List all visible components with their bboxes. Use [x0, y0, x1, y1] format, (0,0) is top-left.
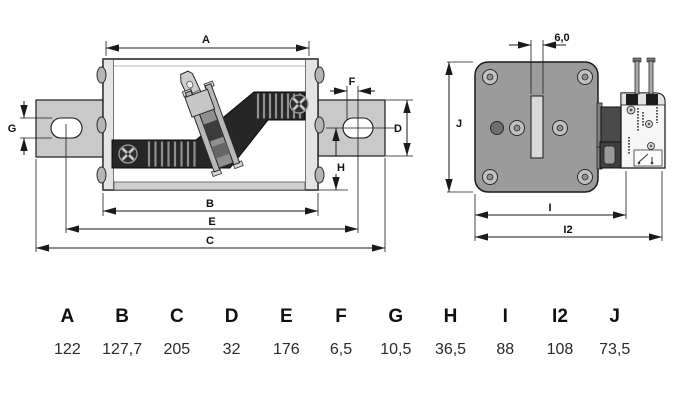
phillips-screw-right: [289, 94, 309, 114]
dim-column-c: C 205: [149, 306, 204, 359]
front-view: A G F: [8, 34, 413, 252]
dim-value: 10,5: [380, 341, 412, 358]
dim-header: C: [169, 306, 184, 327]
dim-value: 108: [546, 341, 574, 358]
dimension-I2: I2: [475, 171, 663, 241]
dimension-E: E: [65, 124, 358, 233]
dim-label-f: F: [349, 76, 356, 88]
technical-drawing: A G F: [8, 32, 666, 252]
dim-column-j: J 73,5: [587, 306, 642, 359]
dim-value: 122: [54, 341, 81, 358]
dimension-H: H: [319, 128, 348, 191]
center-slot: [530, 95, 544, 159]
dim-value: 176: [272, 341, 300, 358]
corner-screws: [482, 69, 593, 185]
dim-column-h: H 36,5: [423, 306, 478, 359]
dim-column-i: I 88: [478, 306, 533, 359]
dim-label-a: A: [202, 34, 210, 46]
dim-label-e: E: [208, 216, 215, 228]
dim-label-d: D: [394, 123, 402, 135]
dim-header: F: [335, 306, 347, 327]
switch-pin-left: [634, 60, 640, 95]
dim-value: 6,5: [329, 341, 353, 358]
phillips-screw-left: [118, 144, 138, 164]
dim-column-g: G 10,5: [368, 306, 423, 359]
dim-column-e: E 176: [259, 306, 314, 359]
dimension-A: A: [105, 34, 310, 56]
dim-header: J: [609, 306, 620, 327]
dim-column-a: A 122: [40, 306, 95, 359]
dim-label-slot-width: 6,0: [554, 32, 569, 44]
center-screw-right: [552, 120, 568, 136]
dim-column-b: B 127,7: [95, 306, 150, 359]
dim-value: 73,5: [599, 341, 631, 358]
switch-markings: [628, 107, 658, 155]
microswitch: [596, 57, 666, 170]
dimension-table: A 122 B 127,7 C 205 D 32 E 176 F 6,5 G 1…: [40, 306, 642, 359]
dim-value: 32: [222, 341, 241, 358]
dim-header: E: [279, 306, 293, 327]
dim-label-b: B: [206, 198, 214, 210]
dimension-J: J: [445, 61, 473, 193]
switch-pin-right: [648, 60, 654, 95]
dimension-slot-width: 6,0: [509, 32, 570, 94]
dim-label-h: H: [337, 162, 345, 174]
dim-header: H: [443, 306, 458, 327]
dim-header: I: [502, 306, 508, 327]
dim-label-i: I: [548, 202, 551, 214]
dimension-I: I: [474, 171, 627, 241]
dimension-D: D: [386, 99, 413, 157]
dim-label-j: J: [456, 118, 462, 130]
dimension-C: C: [35, 158, 386, 252]
dim-label-c: C: [206, 235, 214, 247]
left-mounting-hole: [50, 117, 83, 139]
dim-header: D: [224, 306, 239, 327]
circuit-symbol: [633, 149, 663, 167]
dim-header: A: [60, 306, 75, 327]
dim-column-i2: I2 108: [533, 306, 588, 359]
dim-header: I2: [552, 306, 568, 327]
dim-value: 88: [496, 341, 515, 358]
ribbed-section-left: [147, 141, 196, 167]
dim-label-i2: I2: [563, 224, 572, 236]
dim-column-d: D 32: [204, 306, 259, 359]
dim-header: B: [115, 306, 129, 327]
dim-value: 36,5: [434, 341, 467, 358]
dimension-B: B: [102, 193, 319, 216]
fuse-link-assembly: [181, 80, 244, 178]
dim-value: 127,7: [102, 341, 143, 358]
dim-value: 205: [163, 341, 191, 358]
center-screw-left: [509, 120, 525, 136]
contact-bumps: [96, 66, 325, 184]
dim-column-f: F 6,5: [314, 306, 369, 359]
indicator-dot: [490, 121, 504, 135]
dimension-G: G: [8, 101, 52, 155]
dim-header: G: [388, 306, 404, 327]
dim-label-g: G: [8, 123, 17, 135]
side-view: 6,0 J I I2: [445, 32, 666, 241]
